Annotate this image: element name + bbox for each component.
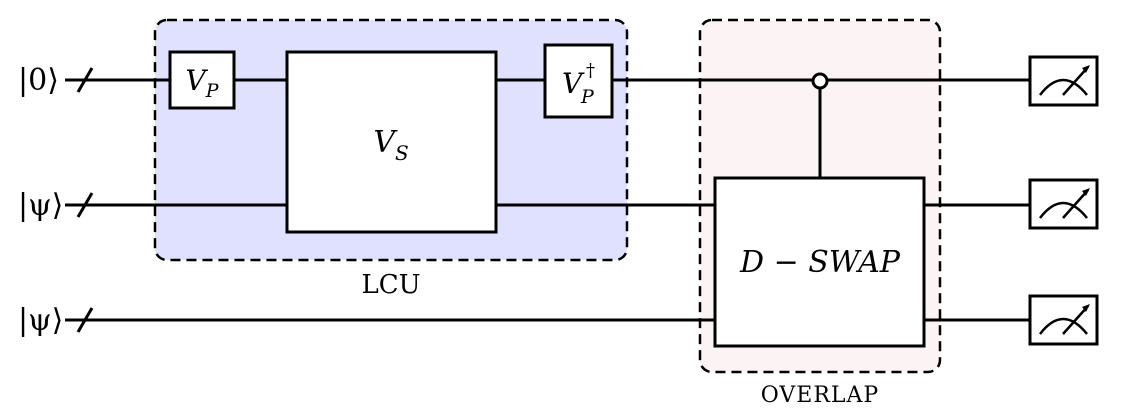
open-control-dot: [811, 72, 829, 90]
meter-icon: [1028, 55, 1099, 107]
svg-text:VS: VS: [373, 125, 408, 165]
svg-text:P: P: [580, 86, 595, 108]
gate-vp-dagger: V † P: [543, 43, 614, 119]
svg-text:D − SWAP: D − SWAP: [739, 245, 901, 280]
meter-icon: [1028, 178, 1099, 230]
gate-vs: VS: [285, 50, 498, 234]
svg-text:VP: VP: [185, 64, 219, 102]
svg-text:†: †: [586, 60, 595, 81]
input-label-q1: |ψ⟩: [18, 188, 63, 223]
region-label-overlap: OVERLAP: [761, 383, 879, 408]
gate-d-swap: D − SWAP: [713, 176, 926, 348]
region-label-lcu: LCU: [361, 270, 420, 300]
bus-slash-q2: [76, 307, 94, 333]
input-label-q0: |0⟩: [18, 63, 59, 98]
bus-slash-q1: [76, 192, 94, 218]
meter-icon: [1028, 294, 1099, 346]
input-label-q2: |ψ⟩: [18, 303, 63, 338]
svg-text:V: V: [562, 67, 585, 100]
bus-slash-q0: [76, 67, 94, 93]
gate-vp: VP: [168, 50, 236, 110]
